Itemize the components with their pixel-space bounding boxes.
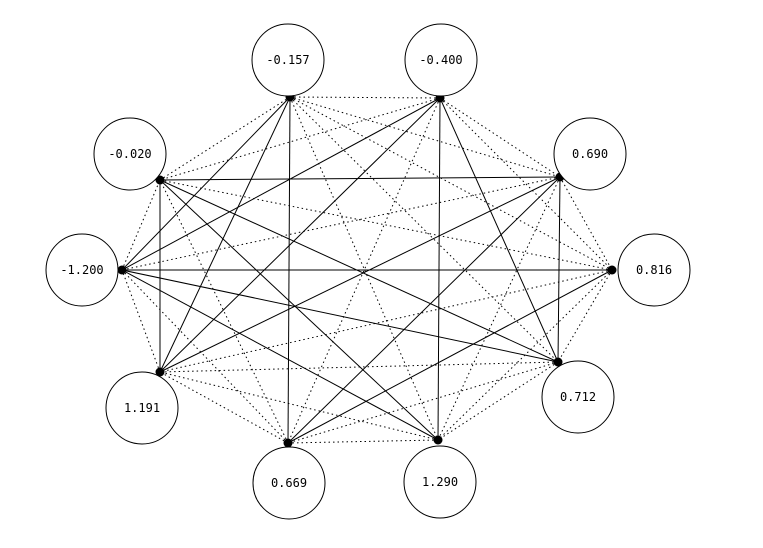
- vertex-dot-n8: [155, 367, 165, 377]
- node-value-label: -0.400: [419, 53, 462, 67]
- vertex-dot-n7: [283, 438, 293, 448]
- node-circle: [553, 117, 627, 191]
- edge-dotted-n6-n7: [287, 439, 439, 444]
- node-n1: -0.157: [251, 23, 325, 97]
- node-n9: -1.200: [45, 233, 119, 307]
- vertex-dot-n4: [607, 265, 617, 275]
- edge-dotted-n3-n9: [121, 176, 561, 271]
- edge-solid-n4-n7: [287, 269, 613, 444]
- edge-dotted-n3-n4: [559, 176, 613, 271]
- vertex-dot-n10: [155, 175, 165, 185]
- node-circle: [252, 446, 326, 520]
- node-value-label: -0.020: [108, 147, 151, 161]
- edge-solid-n6-n9: [121, 269, 439, 441]
- edge-solid-n2-n5: [439, 97, 559, 363]
- edge-solid-n3-n8: [159, 176, 561, 373]
- node-value-label: 1.290: [422, 475, 458, 489]
- edge-dotted-n1-n3: [289, 96, 561, 178]
- edge-dotted-n4-n5: [557, 269, 613, 363]
- edge-dotted-n1-n2: [289, 96, 441, 99]
- vertex-dot-n5: [553, 357, 563, 367]
- edge-dotted-n9-n10: [121, 179, 161, 271]
- node-value-label: 0.816: [636, 263, 672, 277]
- node-value-label: -1.200: [60, 263, 103, 277]
- node-n2: -0.400: [404, 23, 478, 97]
- node-n6: 1.290: [403, 445, 477, 519]
- edge-solid-n3-n10: [159, 176, 561, 181]
- node-circle: [541, 360, 615, 434]
- node-n8: 1.191: [105, 371, 179, 445]
- edge-dotted-n2-n3: [439, 97, 561, 178]
- edge-solid-n6-n10: [159, 179, 439, 441]
- edge-dotted-n2-n4: [439, 97, 613, 271]
- node-value-label: -0.157: [266, 53, 309, 67]
- edge-dotted-n5-n6: [437, 361, 559, 441]
- node-circle: [617, 233, 691, 307]
- node-value-label: 0.669: [271, 476, 307, 490]
- edge-dotted-n6-n8: [159, 371, 439, 441]
- node-n3: 0.690: [553, 117, 627, 191]
- edge-dotted-n5-n8: [159, 361, 559, 373]
- edge-dotted-n7-n10: [159, 179, 289, 444]
- edge-solid-n5-n9: [121, 269, 559, 363]
- node-circle: [251, 23, 325, 97]
- vertex-dot-n9: [117, 265, 127, 275]
- edge-dotted-n3-n6: [437, 176, 561, 441]
- edges-layer: [121, 96, 613, 444]
- node-circle: [105, 371, 179, 445]
- edge-dotted-n8-n9: [121, 269, 161, 373]
- nodes-layer: -0.157 -0.400 0.690 0.816 0.712 1.290 0.669 1.1…: [45, 23, 691, 520]
- node-n5: 0.712: [541, 360, 615, 434]
- edge-dotted-n4-n10: [159, 179, 613, 271]
- edge-dotted-n1-n10: [159, 96, 291, 181]
- node-n10: -0.020: [93, 117, 167, 191]
- edge-solid-n2-n8: [159, 97, 441, 373]
- node-value-label: 1.191: [124, 401, 160, 415]
- node-circle: [45, 233, 119, 307]
- node-n4: 0.816: [617, 233, 691, 307]
- node-circle: [404, 23, 478, 97]
- edge-dotted-n7-n8: [159, 371, 289, 444]
- node-circle: [93, 117, 167, 191]
- edge-solid-n1-n8: [159, 96, 291, 373]
- edge-solid-n1-n9: [121, 96, 291, 271]
- edge-solid-n5-n10: [159, 179, 559, 363]
- edge-dotted-n2-n10: [159, 97, 441, 181]
- node-value-label: 0.690: [572, 147, 608, 161]
- node-circle: [403, 445, 477, 519]
- edge-dotted-n1-n6: [289, 96, 439, 441]
- node-value-label: 0.712: [560, 390, 596, 404]
- node-n7: 0.669: [252, 446, 326, 520]
- vertex-dot-n6: [433, 435, 443, 445]
- edge-solid-n3-n7: [287, 176, 561, 444]
- edge-dotted-n5-n7: [287, 361, 559, 444]
- edge-solid-n2-n6: [437, 97, 441, 441]
- edge-dotted-n4-n8: [159, 269, 613, 373]
- edge-solid-n2-n9: [121, 97, 441, 271]
